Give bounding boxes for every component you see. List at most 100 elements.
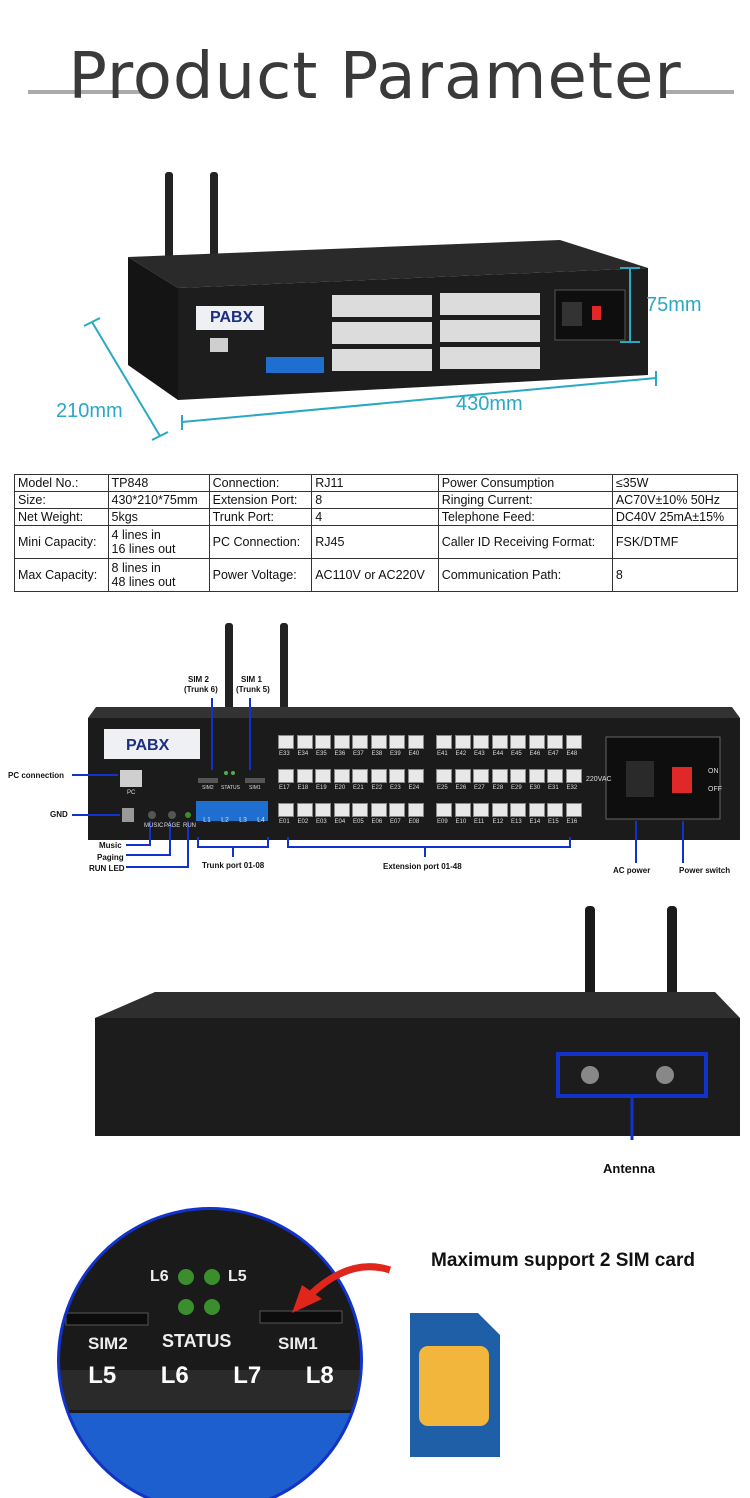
- extension-port-label: E15: [548, 819, 559, 825]
- spec-cell: Power Consumption: [437, 474, 613, 492]
- extension-port-label: E21: [353, 785, 364, 791]
- extension-port-label: E46: [529, 751, 541, 757]
- callout-sim1: SIM 1: [241, 675, 262, 684]
- extension-port-label: E27: [474, 785, 485, 791]
- spec-cell: 8: [611, 558, 739, 592]
- sim-closeup-port-label: L6: [160, 1362, 189, 1389]
- extension-port-label: E19: [316, 785, 327, 791]
- extension-port: [315, 735, 331, 749]
- page-port-label: PAGE: [164, 823, 181, 829]
- sim2-label-large: SIM2: [88, 1334, 128, 1353]
- spec-cell: Net Weight:: [14, 508, 109, 526]
- spec-cell: Trunk Port:: [208, 508, 313, 526]
- extension-port-label: E36: [334, 751, 346, 757]
- extension-port-label: E37: [353, 751, 364, 757]
- sim-closeup-port-label: L8: [305, 1362, 334, 1389]
- callout-ac-power: AC power: [613, 866, 651, 875]
- page-title: Product Parameter: [68, 40, 682, 114]
- extension-port: [528, 769, 545, 783]
- extension-port-label: E34: [297, 751, 309, 757]
- title-rule-left: [28, 90, 140, 94]
- extension-port-label: E13: [511, 819, 522, 825]
- extension-port: [454, 735, 471, 749]
- extension-port: [565, 769, 582, 783]
- extension-port: [436, 769, 452, 783]
- extension-port-label: E31: [548, 785, 559, 791]
- device-brand-label: PABX: [210, 309, 254, 326]
- extension-port: [510, 803, 526, 817]
- spec-cell: Connection:: [208, 474, 313, 492]
- extension-port: [315, 769, 331, 783]
- extension-port-label: E22: [371, 785, 383, 791]
- spec-cell: AC70V±10% 50Hz: [611, 491, 739, 509]
- spec-cell: RJ11: [311, 474, 439, 492]
- extension-port: [528, 735, 545, 749]
- extension-port-label: E48: [566, 751, 578, 757]
- extension-port: [565, 803, 582, 817]
- extension-port-label: E39: [390, 751, 401, 757]
- device-perspective-view: [83, 172, 657, 441]
- sim-closeup: [57, 1207, 500, 1498]
- spec-cell: 4: [311, 508, 439, 526]
- extension-port-label: E24: [408, 785, 420, 791]
- extension-port: [296, 769, 313, 783]
- extension-port: [473, 735, 489, 749]
- extension-port-label: E20: [334, 785, 346, 791]
- spec-cell: Communication Path:: [437, 558, 613, 592]
- extension-port-label: E09: [437, 819, 448, 825]
- sim2-slot-label: SIM2: [202, 785, 214, 791]
- extension-port: [565, 735, 582, 749]
- extension-port: [547, 803, 563, 817]
- callout-paging: Paging: [97, 853, 124, 862]
- extension-port-label: E29: [511, 785, 522, 791]
- spec-cell: Mini Capacity:: [14, 525, 109, 559]
- extension-port-label: E43: [474, 751, 485, 757]
- extension-port-label: E18: [297, 785, 309, 791]
- antenna-label: Antenna: [603, 1161, 655, 1176]
- music-port-label: MUSIC: [144, 823, 164, 829]
- extension-port-label: E04: [334, 819, 346, 825]
- extension-port-label: E25: [437, 785, 448, 791]
- extension-port-label: E10: [455, 819, 467, 825]
- on-label: ON: [708, 768, 719, 775]
- spec-cell: Extension Port:: [208, 491, 313, 509]
- extension-port-label: E38: [371, 751, 383, 757]
- off-label: OFF: [708, 786, 722, 793]
- extension-port-label: E35: [316, 751, 327, 757]
- front-brand-label: PABX: [126, 737, 170, 754]
- callout-extension-port: Extension port 01-48: [383, 862, 462, 871]
- extension-port-label: E26: [455, 785, 467, 791]
- spec-cell: PC Connection:: [208, 525, 313, 559]
- extension-port: [370, 803, 387, 817]
- callout-gnd: GND: [50, 810, 68, 819]
- extension-port: [389, 803, 405, 817]
- extension-port-label: E02: [297, 819, 309, 825]
- callout-power-switch: Power switch: [679, 866, 731, 875]
- status-label-large: STATUS: [162, 1331, 232, 1351]
- spec-cell: Size:: [14, 491, 109, 509]
- extension-port-label: E40: [408, 751, 420, 757]
- extension-port: [547, 769, 563, 783]
- extension-port: [454, 803, 471, 817]
- dimension-height: 75mm: [646, 294, 702, 316]
- spec-cell: Power Voltage:: [208, 558, 313, 592]
- extension-port: [315, 803, 331, 817]
- extension-port-label: E11: [474, 819, 485, 825]
- extension-port-label: E33: [279, 751, 290, 757]
- dimension-width: 430mm: [456, 393, 523, 415]
- spec-cell: Max Capacity:: [14, 558, 109, 592]
- extension-port-label: E05: [353, 819, 364, 825]
- spec-cell: Caller ID Receiving Format:: [437, 525, 613, 559]
- trunk-port-label: L3: [239, 817, 247, 824]
- extension-port: [491, 735, 508, 749]
- callout-run-led: RUN LED: [89, 864, 125, 873]
- extension-port: [407, 735, 424, 749]
- extension-port-label: E06: [371, 819, 383, 825]
- extension-port: [510, 769, 526, 783]
- extension-port: [436, 803, 452, 817]
- extension-port: [278, 769, 294, 783]
